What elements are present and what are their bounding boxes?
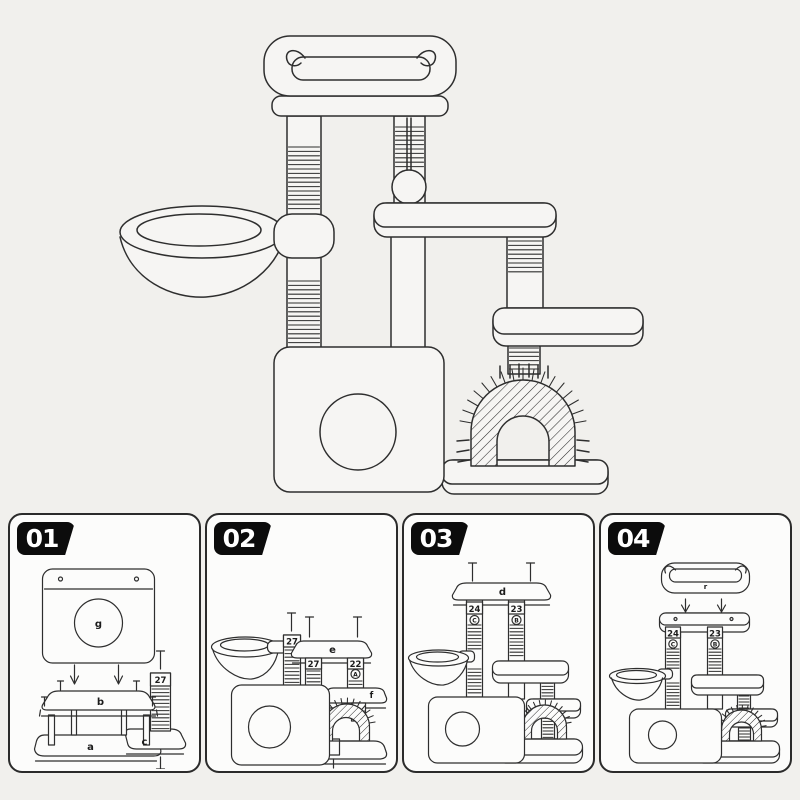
ring-part [350, 668, 361, 680]
part-label-e: e [329, 645, 336, 656]
hammock-mount [273, 213, 335, 259]
step-panel-2: 02 [205, 513, 398, 773]
middle-platform [491, 660, 570, 684]
post-number-22: 22 [350, 660, 362, 670]
step-number: 04 [616, 524, 651, 553]
hanging-ball-toy [391, 169, 427, 205]
ring-part [469, 614, 480, 626]
small-base-part [124, 728, 187, 750]
part-label-f: f [370, 691, 374, 701]
part-label-b: b [97, 697, 104, 708]
entrance-hole [647, 720, 678, 750]
assembly-steps: 01 [8, 513, 792, 773]
middle-platform [373, 202, 557, 238]
grooming-arch [716, 704, 767, 742]
step-1-illustration: g b a c 27 [33, 568, 187, 769]
step-4-illustration: r 24 C 23 B [608, 562, 781, 764]
platform-leg [70, 706, 78, 736]
step-panel-1: 01 [8, 513, 201, 773]
base-board [441, 459, 609, 495]
part-label-c: c [142, 737, 148, 748]
ring-letter-b: B [713, 642, 718, 649]
step-2-illustration: 27 e 27 22 A f [210, 612, 388, 769]
post-number-27: 27 [308, 660, 320, 670]
part-label-a: a [87, 742, 94, 753]
top-board-part [658, 612, 751, 633]
part-label-g: g [95, 619, 102, 630]
post-number-24: 24 [667, 630, 679, 640]
screw-icon [40, 680, 157, 707]
hammock-bowl [608, 667, 674, 701]
hammock-bowl [210, 636, 289, 680]
condo-cube [230, 684, 331, 766]
top-bed [263, 35, 457, 117]
post-number-24: 24 [469, 605, 481, 615]
arrow-down-icon [69, 664, 124, 685]
assembled-cat-tree-diagram [119, 35, 644, 495]
post-number-23: 23 [709, 630, 721, 640]
step-number: 03 [419, 524, 454, 553]
condo-entrance-hole [319, 393, 397, 471]
entrance-hole [444, 711, 481, 747]
condo-house [273, 346, 445, 493]
post-number-23: 23 [511, 605, 523, 615]
entrance-hole [247, 705, 292, 749]
ring-letter-c: C [472, 618, 477, 625]
condo-cube-part [41, 568, 156, 664]
step-4-number-badge: 04 [608, 522, 666, 555]
hammock-bowl [407, 649, 476, 686]
lower-platform [492, 307, 644, 347]
scratching-post-part [149, 650, 172, 732]
ring-letter-c: C [671, 642, 676, 649]
step-3-illustration: d 24 C 23 B [407, 562, 584, 764]
ring-part [710, 639, 720, 649]
step-panel-4: 04 [599, 513, 792, 773]
part-label-d: d [499, 587, 506, 598]
ring-letter-a: A [353, 672, 358, 679]
grooming-arch [456, 363, 590, 467]
middle-platform [690, 674, 765, 696]
platform-part [38, 690, 159, 717]
post-number-27: 27 [155, 676, 167, 686]
top-bed-part [660, 562, 751, 594]
right-scratching-post-upper [506, 224, 544, 314]
ring-part [668, 639, 678, 649]
step-number: 01 [25, 524, 60, 553]
middle-scratching-post [391, 115, 427, 211]
hammock-bowl [119, 205, 285, 298]
ring-letter-b: B [514, 618, 519, 625]
step-panel-3: 03 [402, 513, 595, 773]
cat-tree-line-drawing [119, 35, 644, 495]
step-3-number-badge: 03 [411, 522, 469, 555]
condo-cube [628, 708, 723, 764]
arrow-down-icon [680, 598, 727, 613]
left-scratching-post [273, 115, 335, 353]
part-label-r: r [704, 583, 708, 591]
post-number-27: 27 [286, 638, 298, 648]
step-number: 02 [222, 524, 257, 553]
grooming-arch [517, 699, 572, 740]
top-bed-support-board [271, 95, 449, 117]
step-1-number-badge: 01 [17, 522, 75, 555]
step-2-number-badge: 02 [214, 522, 272, 555]
screw-icon [467, 562, 536, 582]
condo-cube [427, 696, 526, 764]
ring-part [511, 614, 522, 626]
screw-icon [304, 616, 363, 638]
entrance-hole [73, 598, 124, 648]
